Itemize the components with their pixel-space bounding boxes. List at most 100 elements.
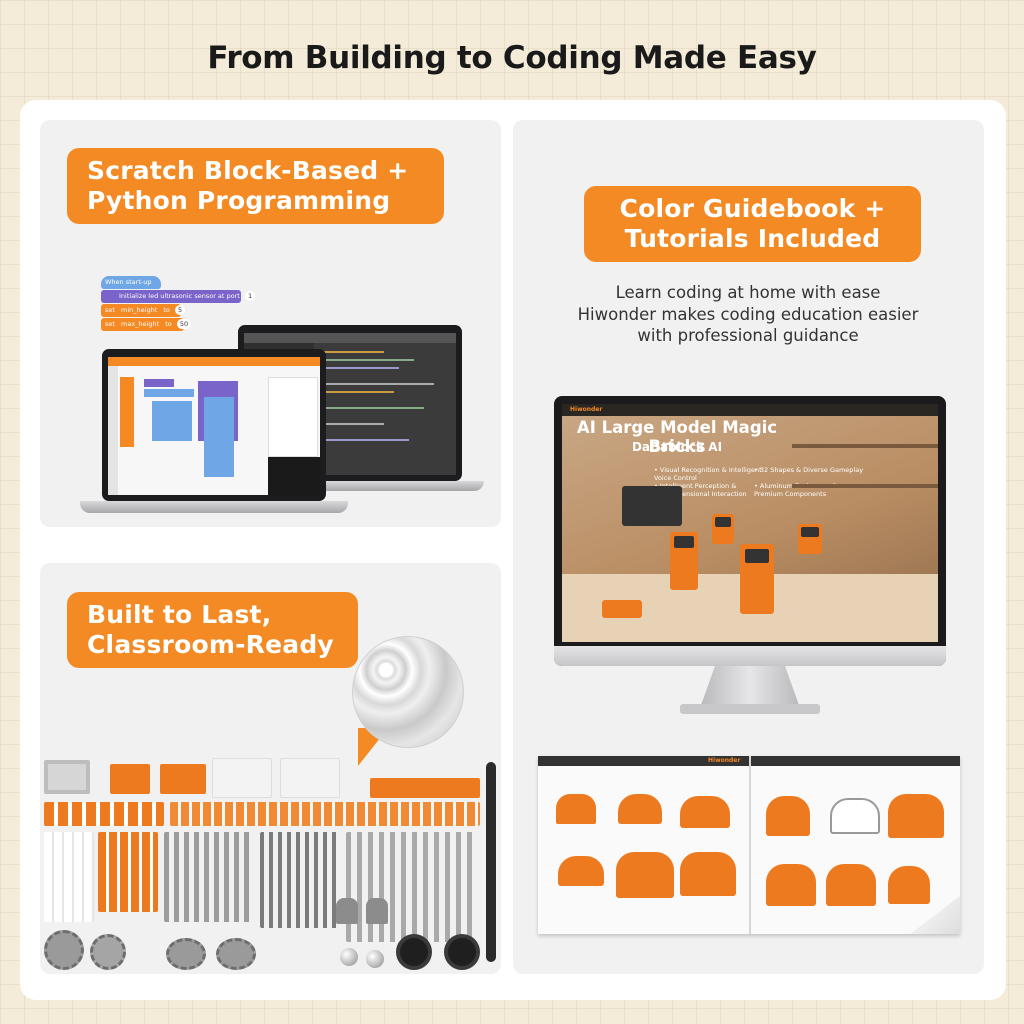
- gear-part: [90, 934, 126, 970]
- assembly-step: [558, 856, 604, 886]
- description-line-1: Learn coding at home with ease: [615, 283, 881, 302]
- monitor-foot: [680, 704, 820, 714]
- booklet-header-right: [751, 756, 960, 766]
- scratch-init-label: Initialize led ultrasonic sensor at port: [119, 292, 240, 300]
- durability-badge-line-2: Classroom-Ready: [87, 630, 334, 659]
- feature-line: Voice Control: [654, 474, 697, 482]
- beam-part: [44, 832, 94, 922]
- assembly-step: [556, 794, 596, 824]
- assembly-step: [616, 852, 674, 898]
- feature-line: • Visual Recognition & Intelligent: [654, 466, 762, 474]
- wheel-part: [444, 934, 480, 970]
- gear-part: [44, 930, 84, 970]
- scratch-hat-block: When start-up: [101, 276, 161, 289]
- ball-part: [340, 948, 358, 966]
- assembly-step: [766, 796, 810, 836]
- bracket-part: [366, 898, 388, 924]
- beam-part: [98, 832, 158, 912]
- axle-part: [346, 832, 476, 942]
- website-screenshot: Hiwonder AI Large Model Magic Bricks DaD…: [562, 404, 938, 642]
- scratch-editor: [108, 357, 320, 495]
- axle-part: [260, 832, 340, 928]
- frame-part: [370, 778, 480, 798]
- assembly-step: [830, 798, 880, 834]
- booklet-header-left: [538, 756, 749, 766]
- website-navbar: Hiwonder: [562, 404, 938, 416]
- axle-part: [164, 832, 254, 922]
- website-features-left: • Visual Recognition & Intelligent Voice…: [654, 466, 762, 498]
- robot-face: [801, 527, 819, 537]
- monitor-chin: [554, 646, 946, 666]
- programming-badge: Scratch Block-Based + Python Programming: [67, 148, 444, 224]
- scratch-set-label: set: [105, 306, 115, 314]
- frame-part: [212, 758, 272, 798]
- scratch-set-label: set: [105, 320, 115, 328]
- scratch-max-value: 50: [176, 319, 192, 329]
- assembly-step: [680, 852, 736, 896]
- assembly-step: [888, 866, 930, 904]
- beam-part: [170, 802, 480, 826]
- ball-part: [366, 950, 384, 968]
- durability-badge: Built to Last, Classroom-Ready: [67, 592, 358, 668]
- robot-car: [602, 600, 642, 618]
- robot-face: [715, 517, 731, 527]
- frame-part: [110, 764, 150, 794]
- assembly-step: [766, 864, 816, 906]
- scratch-var-name: min_height: [121, 306, 158, 314]
- assembly-step: [826, 864, 876, 906]
- booklet-spine: [749, 756, 751, 934]
- frame-part: [44, 760, 90, 794]
- assembly-step: [680, 796, 730, 828]
- parts-kit: [40, 758, 501, 974]
- programming-badge-line-2: Python Programming: [87, 186, 391, 215]
- assembly-step: [618, 794, 662, 824]
- material-closeup-pellets: [352, 636, 464, 748]
- website-subheadline: DaDablock AI: [631, 440, 723, 454]
- bracket-part: [336, 898, 358, 924]
- website-brand: Hiwonder: [570, 406, 603, 413]
- gear-part: [216, 938, 256, 970]
- scratch-to-label: to: [163, 306, 170, 314]
- scratch-var-name: max_height: [121, 320, 160, 328]
- feature-line: Premium Components: [754, 490, 827, 498]
- website-headline: AI Large Model Magic Bricks: [576, 418, 778, 456]
- page-title: From Building to Coding Made Easy: [207, 40, 817, 76]
- website-laptop: [622, 486, 682, 526]
- robot-face: [745, 549, 769, 563]
- feature-line: • 32 Shapes & Diverse Gameplay: [754, 466, 864, 474]
- description-line-3: with professional guidance: [637, 326, 859, 345]
- wheel-part: [396, 934, 432, 970]
- assembly-step: [888, 794, 944, 838]
- monitor-stand: [700, 666, 800, 708]
- guidebook-booklet: Hiwonder: [538, 756, 960, 934]
- chain-part: [486, 762, 496, 962]
- website-shelf: [792, 484, 938, 488]
- durability-badge-line-1: Built to Last,: [87, 600, 272, 629]
- scratch-laptop-base: [80, 501, 348, 513]
- python-laptop-base: [226, 481, 484, 491]
- guidebook-badge-line-1: Color Guidebook +: [619, 194, 886, 223]
- scratch-to-label: to: [165, 320, 172, 328]
- website-shelf: [792, 444, 938, 448]
- booklet-brand: Hiwonder: [708, 757, 741, 764]
- scratch-set-max-block: set max_height to 50: [101, 318, 192, 331]
- feature-line: [754, 474, 863, 482]
- scratch-laptop-screen: [102, 349, 326, 501]
- frame-part: [280, 758, 340, 798]
- guidebook-badge: Color Guidebook + Tutorials Included: [584, 186, 921, 262]
- feature-line: • Intelligent Perception &: [654, 482, 737, 490]
- description-line-2: Hiwonder makes coding education easier: [577, 304, 919, 324]
- scratch-init-port: 1: [244, 291, 256, 301]
- robot-face: [674, 536, 694, 548]
- frame-part: [160, 764, 206, 794]
- scratch-init-block: Initialize led ultrasonic sensor at port…: [101, 290, 256, 303]
- scratch-min-value: 5: [174, 305, 186, 315]
- programming-badge-line-1: Scratch Block-Based +: [87, 156, 409, 185]
- scratch-set-min-block: set min_height to 5: [101, 304, 186, 317]
- website-features-right: • 32 Shapes & Diverse Gameplay • Aluminu…: [754, 466, 863, 498]
- gear-part: [166, 938, 206, 970]
- feature-line: Multidimensional Interaction: [654, 490, 747, 498]
- guidebook-badge-line-2: Tutorials Included: [624, 224, 881, 253]
- guidebook-description: Learn coding at home with ease Hiwonder …: [513, 282, 983, 347]
- beam-part: [44, 802, 164, 826]
